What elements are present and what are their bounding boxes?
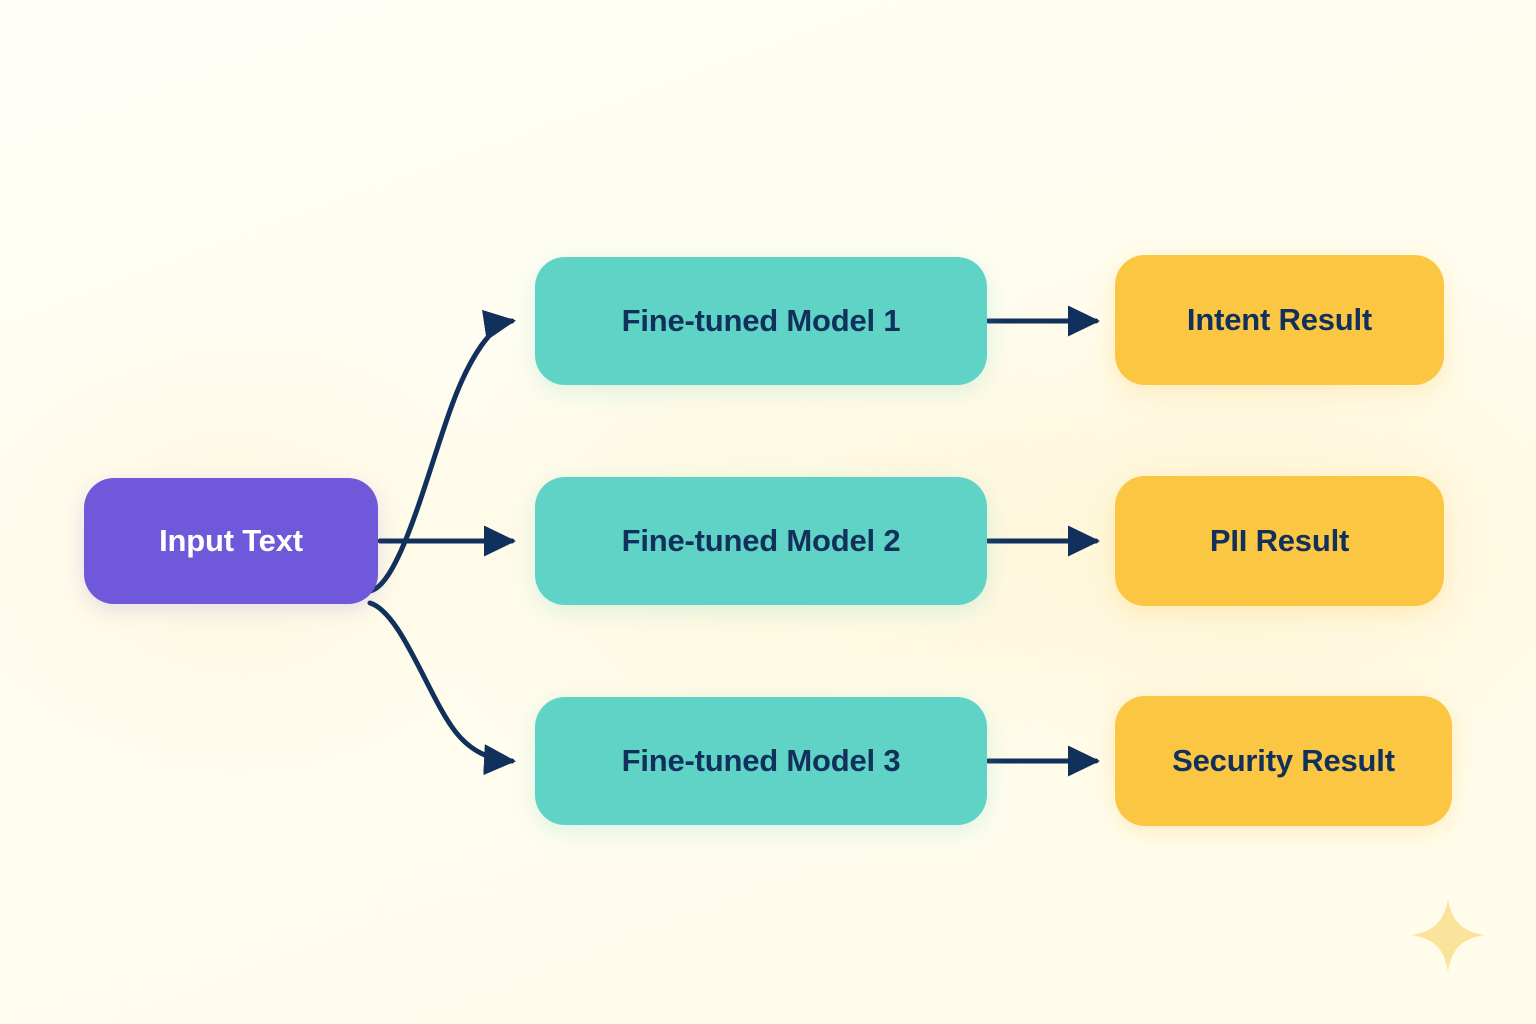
node-pii-result-label: PII Result: [1209, 522, 1350, 558]
sparkle-icon: [1411, 898, 1485, 972]
connector-input-to-model-3: [367, 600, 516, 776]
node-intent-result-label: Intent Result: [1186, 301, 1373, 337]
connector-input-to-model-1: [367, 309, 516, 594]
node-fine-tuned-model-3-label: Fine-tuned Model 3: [621, 742, 901, 778]
node-input-text[interactable]: Input Text: [84, 478, 378, 604]
node-pii-result[interactable]: PII Result: [1115, 476, 1444, 606]
node-input-text-label: Input Text: [159, 522, 303, 558]
node-intent-result[interactable]: Intent Result: [1115, 255, 1444, 385]
node-fine-tuned-model-1[interactable]: Fine-tuned Model 1: [535, 257, 987, 385]
node-fine-tuned-model-3[interactable]: Fine-tuned Model 3: [535, 697, 987, 825]
node-fine-tuned-model-2[interactable]: Fine-tuned Model 2: [535, 477, 987, 605]
node-security-result-label: Security Result: [1172, 742, 1395, 778]
node-fine-tuned-model-2-label: Fine-tuned Model 2: [621, 522, 901, 558]
node-fine-tuned-model-1-label: Fine-tuned Model 1: [621, 302, 901, 338]
node-security-result[interactable]: Security Result: [1115, 696, 1452, 826]
